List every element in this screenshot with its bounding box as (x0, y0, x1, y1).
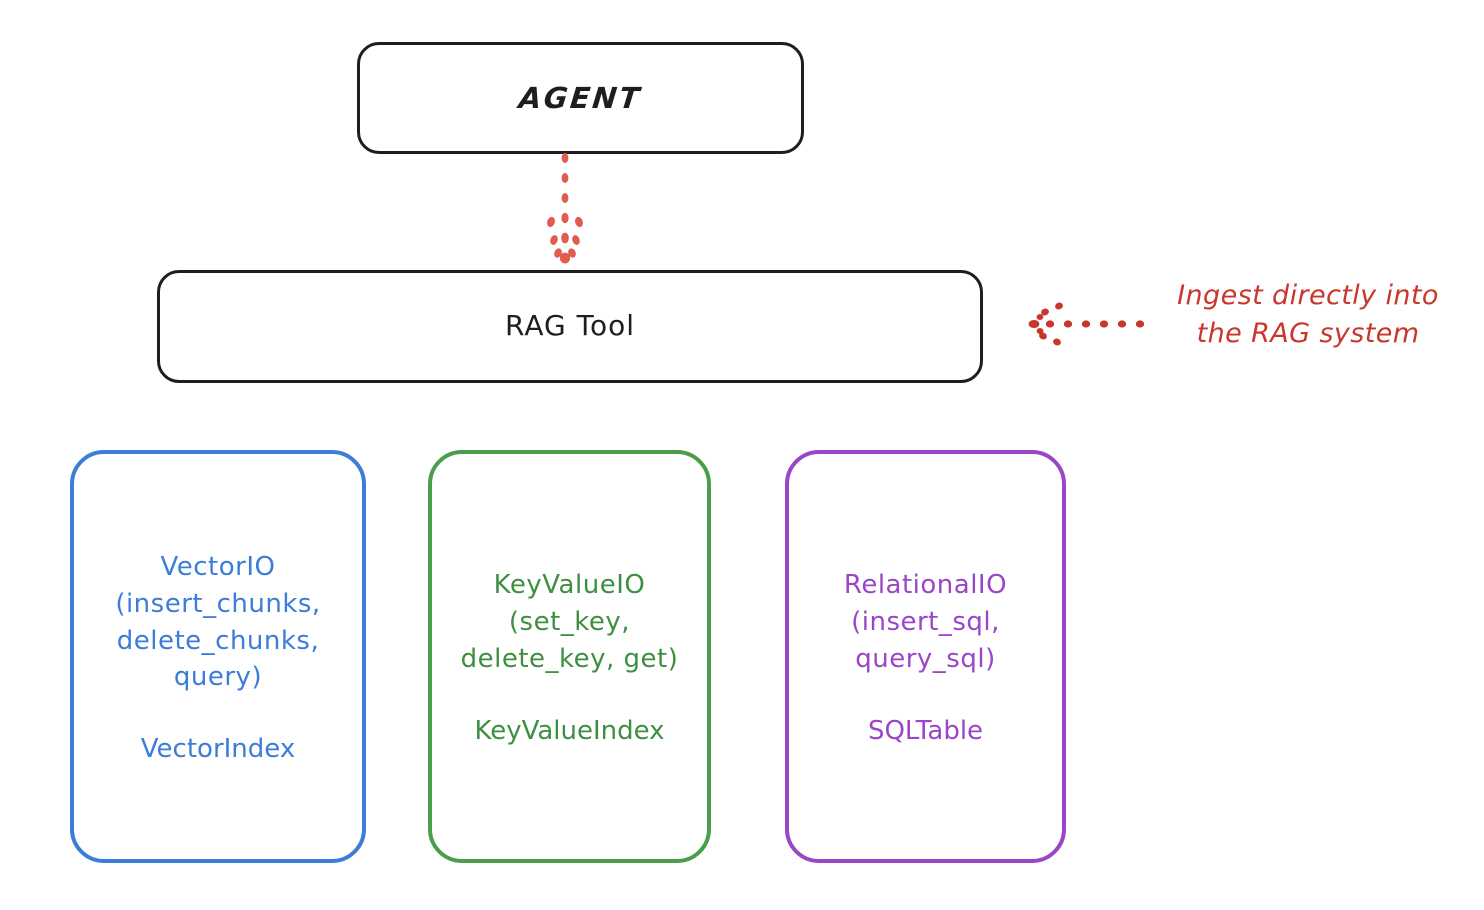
node-agent[interactable]: AGENT (357, 42, 804, 154)
node-relational-io-api-label: RelationalIO (insert_sql, query_sql) (843, 570, 1008, 674)
node-key-value-io-index-label: KeyValueIndex (474, 715, 665, 746)
agent-to-rag-tool-arrow-icon (547, 153, 583, 264)
node-vector-io-api-label: VectorIO (insert_chunks, delete_chunks, … (115, 551, 321, 693)
node-key-value-io-api-label: KeyValueIO (set_key, delete_key, get) (460, 570, 679, 674)
node-rag-tool[interactable]: RAG Tool (157, 270, 983, 383)
node-vector-io-index-label: VectorIndex (140, 734, 296, 765)
node-rag-tool-label: RAG Tool (505, 309, 635, 343)
node-agent-label: AGENT (517, 80, 644, 115)
ingest-annotation-text: Ingest directly into the RAG system (1177, 280, 1439, 350)
ingest-to-rag-tool-arrow-icon (1028, 302, 1145, 346)
node-relational-io[interactable]: RelationalIO (insert_sql, query_sql) SQL… (785, 450, 1066, 863)
node-key-value-io[interactable]: KeyValueIO (set_key, delete_key, get) Ke… (428, 450, 711, 863)
node-vector-io[interactable]: VectorIO (insert_chunks, delete_chunks, … (70, 450, 366, 863)
node-relational-io-index-label: SQLTable (867, 715, 984, 746)
